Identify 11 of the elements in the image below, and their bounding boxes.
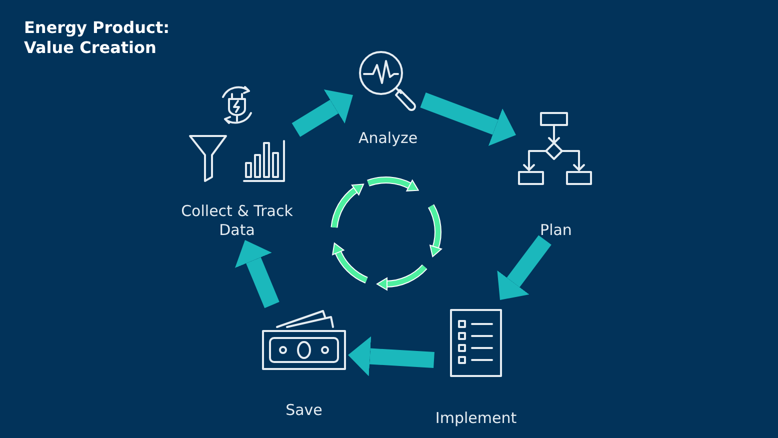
block-arrow bbox=[497, 235, 552, 300]
stage-label: Save bbox=[286, 401, 322, 420]
stage-label: Plan bbox=[540, 221, 572, 240]
slide-title: Energy Product: Value Creation bbox=[24, 18, 170, 58]
block-arrow bbox=[292, 89, 353, 137]
stage-label: Implement bbox=[435, 409, 517, 428]
stage-label: Analyze bbox=[358, 129, 418, 148]
stage-label: Collect & Track Data bbox=[180, 202, 294, 240]
block-arrow bbox=[234, 240, 280, 308]
block-arrow bbox=[420, 92, 516, 146]
block-arrow bbox=[348, 336, 434, 376]
